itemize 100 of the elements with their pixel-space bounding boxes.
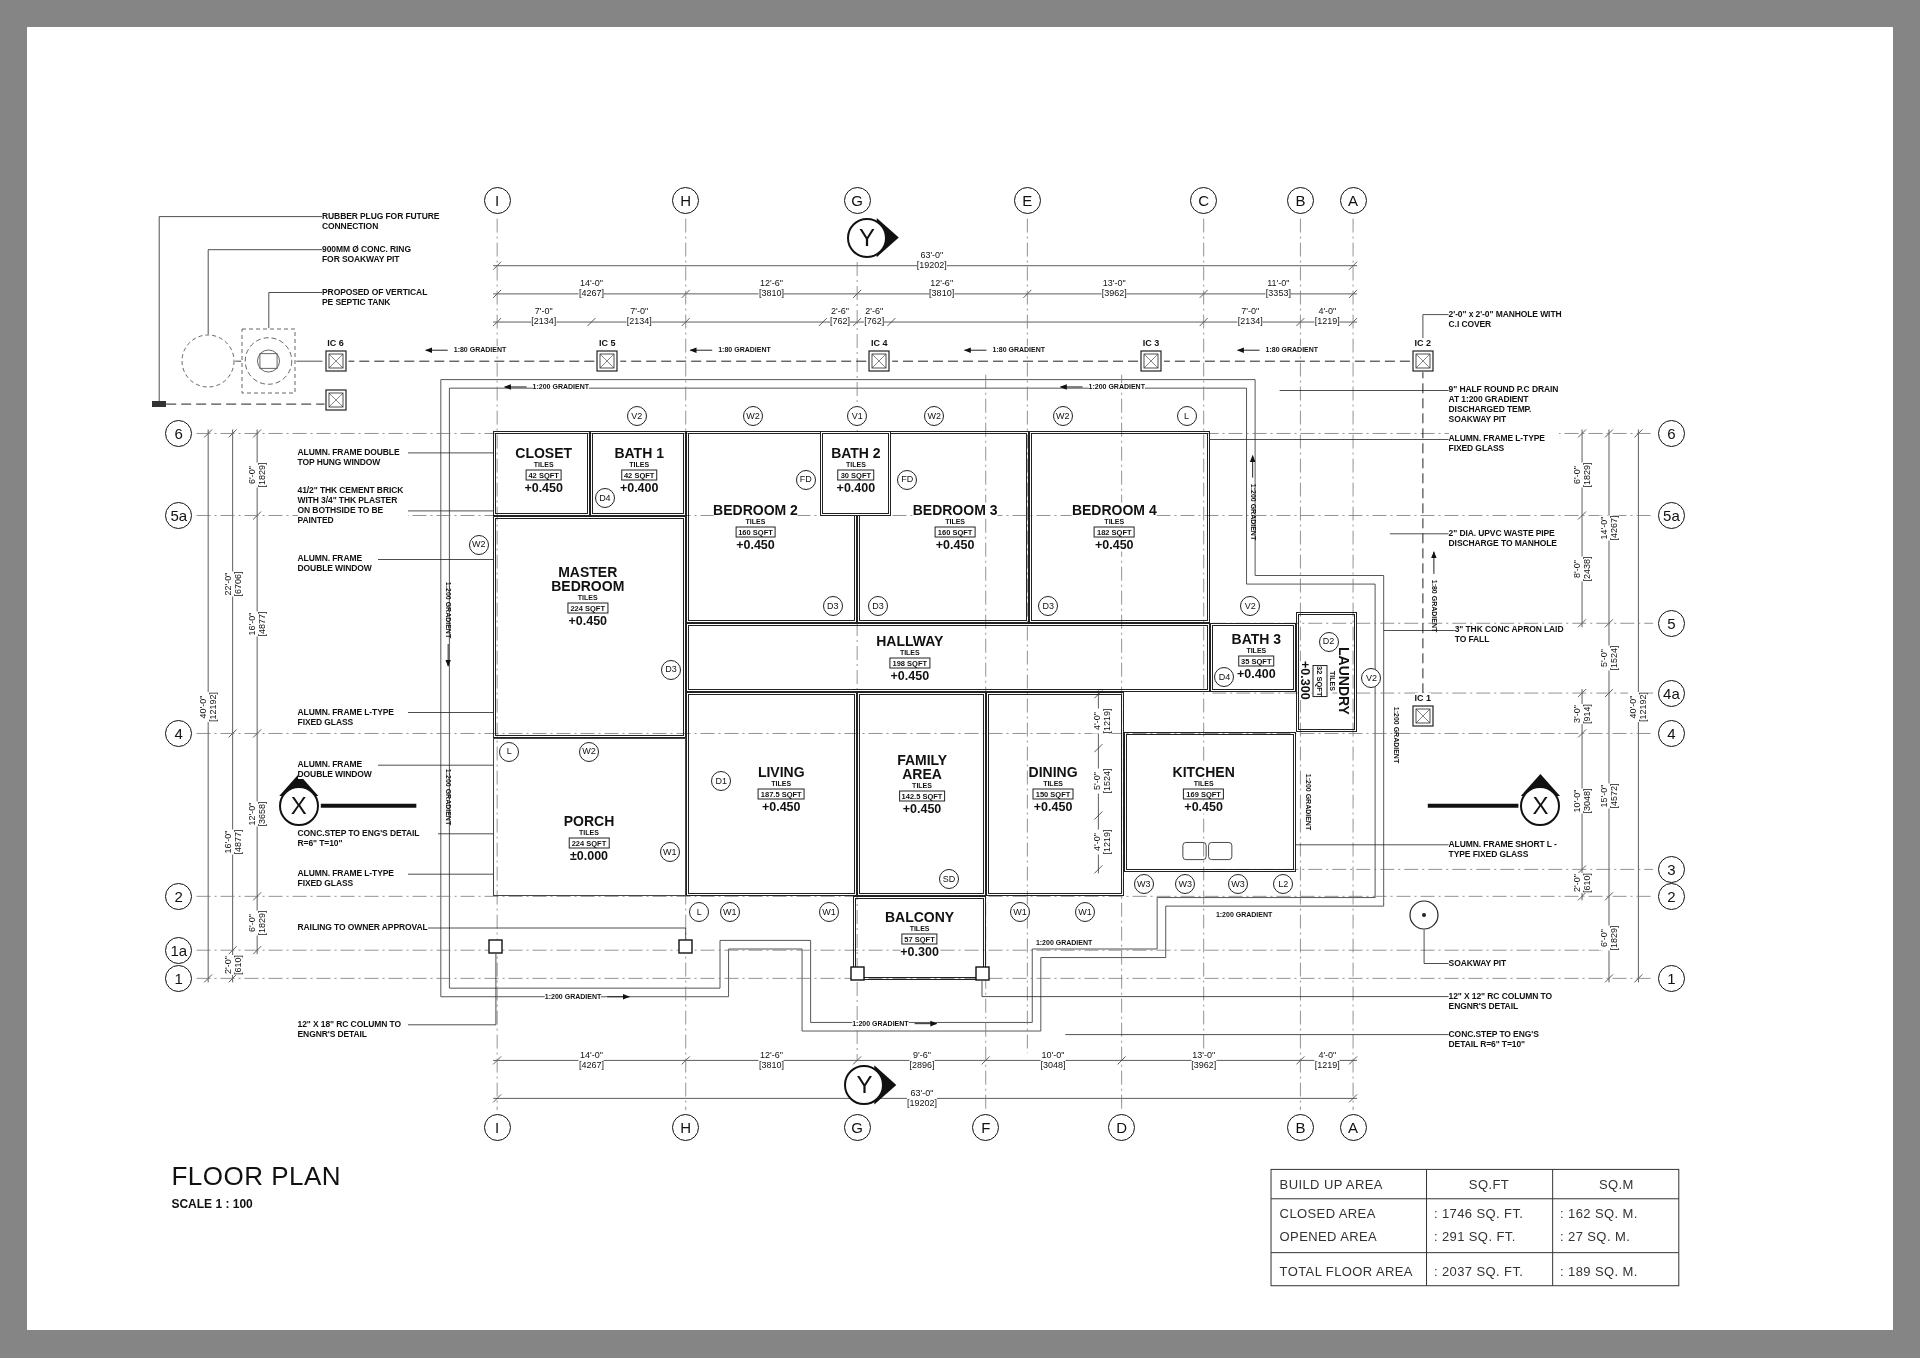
dimension-text: 40'-0" [12192]: [198, 691, 219, 722]
room: [590, 431, 686, 516]
leader-line: [407, 873, 494, 875]
dimension-text: 12'-0" [3658]: [247, 801, 268, 827]
room-name: BATH 2: [831, 445, 881, 460]
column: [849, 965, 865, 981]
floor-level: +0.450: [1184, 800, 1223, 814]
note-text: ALUMN. FRAME L-TYPE FIXED GLASS: [297, 868, 408, 889]
room-name: BEDROOM 4: [1071, 502, 1157, 516]
room-name: FAMILY AREA: [897, 752, 947, 781]
room-name: KITCHEN: [1172, 764, 1235, 779]
dimension-text: 3'-0" [914]: [1572, 703, 1593, 724]
dimension-text: 12'-6" [3810]: [929, 277, 955, 298]
leader-line: [1383, 630, 1456, 631]
room: [685, 623, 1210, 692]
floor-level: +0.450: [1095, 538, 1134, 551]
room-name: BATH 3: [1231, 631, 1282, 646]
room-name: BATH 1: [614, 445, 664, 460]
dimension-text: 2'-0" [610]: [1572, 872, 1593, 893]
dimension-text: 7'-0" [2134]: [531, 305, 557, 326]
note-text: ALUMN. FRAME L-TYPE FIXED GLASS: [1448, 433, 1559, 454]
dimension-text: 2'-6" [762]: [864, 305, 885, 326]
note-text: 41/2" THK CEMENT BRICK WITH 3/4" THK PLASTER ON BOTHSIDE TO BE PAINTED: [297, 484, 408, 525]
dimension-text: 16'-0" [4877]: [222, 829, 243, 855]
room-name: HALLWAY: [876, 633, 944, 648]
floor-level: ±0.000: [569, 849, 609, 863]
leader-line: [158, 216, 323, 402]
dimension-text: 9'-6" [2896]: [909, 1050, 935, 1071]
leader-line: [1295, 844, 1449, 846]
leader-line: [1422, 314, 1449, 339]
dimension-text: 6'-0" [1829]: [1599, 925, 1619, 951]
leader-line: [207, 249, 323, 335]
room-name: LIVING: [757, 764, 805, 779]
dimension-text: 14'-0" [4267]: [578, 1050, 604, 1071]
septic-tank-drawing: [241, 328, 297, 395]
room-name: PORCH: [563, 813, 615, 828]
drain-pipe-line: [348, 360, 595, 362]
soakway-ring-drawing: [181, 334, 236, 389]
inspection-chamber-icon: [324, 389, 347, 412]
column: [678, 939, 694, 955]
dimension-text: 22'-0" [6706]: [222, 571, 243, 597]
dimension-text: 63'-0" [19202]: [916, 249, 947, 270]
floor-level: +0.300: [1298, 661, 1312, 701]
floor-level: +0.450: [935, 538, 975, 551]
note-text: 3" THK CONC APRON LAID TO FALL: [1454, 624, 1567, 645]
room-name: LAUNDRY: [1337, 646, 1352, 715]
drain-pipe-line: [619, 360, 867, 362]
note-text: ALUMN. FRAME DOUBLE WINDOW: [297, 553, 378, 574]
dimension-text: 10'-0" [3048]: [1572, 788, 1593, 814]
dimension-text: 14'-0" [4267]: [578, 277, 604, 298]
floor-level: +0.450: [761, 800, 801, 814]
room-name: BEDROOM 3: [912, 502, 998, 516]
dimension-text: 5'-0" [1524]: [1599, 645, 1619, 671]
dimension-text: 10'-0" [3048]: [1040, 1050, 1066, 1071]
room: [1124, 732, 1296, 872]
dimension-text: 6'-0" [1829]: [247, 462, 268, 488]
room: [820, 431, 892, 516]
note-text: RAILING TO OWNER APPROVAL: [297, 922, 428, 933]
column: [974, 965, 990, 981]
dimension-text: 11'-0" [3353]: [1265, 277, 1291, 298]
dimension-text: 7'-0" [2134]: [1237, 305, 1263, 326]
dimension-text: 6'-0" [1829]: [1572, 462, 1593, 488]
room: [685, 691, 858, 897]
note-text: SOAKWAY PIT: [1448, 957, 1507, 968]
room: [1209, 623, 1296, 692]
dimension-text: 12'-6" [3810]: [758, 1050, 784, 1071]
room: [493, 738, 686, 897]
floor-level: +0.450: [890, 669, 930, 683]
leader-line: [437, 833, 494, 835]
dimension-text: 63'-0" [19202]: [907, 1088, 938, 1109]
dimension-text: 13'-0" [3962]: [1191, 1050, 1217, 1071]
rubber-plug-icon: [152, 401, 167, 408]
floor-level: +0.400: [836, 481, 876, 495]
dimension-text: 40'-0" [12192]: [1628, 691, 1649, 722]
room-name: DINING: [1028, 764, 1078, 779]
dimension-text: 13'-0" [3962]: [1101, 277, 1127, 298]
leader-line: [1064, 1034, 1449, 1035]
room-name: CLOSET: [515, 445, 573, 460]
leader-line: [1423, 929, 1449, 964]
leader-line: [427, 927, 687, 940]
dimension-text: 15'-0" [4572]: [1599, 783, 1619, 809]
dimension-text: 7'-0" [2134]: [626, 305, 652, 326]
dimension-text: 16'-0" [4877]: [247, 612, 268, 637]
drain-pipe-line: [1422, 371, 1424, 694]
leader-line: [1209, 439, 1449, 440]
floor-level: +0.400: [1237, 667, 1276, 681]
dimension-text: 12'-6" [3810]: [758, 277, 784, 298]
leader-line: [981, 980, 1449, 997]
dimension-text: 5'-0" [1524]: [1092, 768, 1113, 794]
scale-note: SCALE 1 : 100: [171, 1198, 253, 1209]
column: [488, 939, 504, 955]
drain-pipe-line: [891, 360, 1139, 362]
floor-level: +0.450: [524, 481, 563, 495]
leader-line: [1279, 390, 1449, 391]
dimension-text: 4'-0" [1219]: [1314, 1050, 1340, 1071]
floor-level: +0.400: [619, 481, 659, 495]
dimension-text: 6'-0" [1829]: [247, 910, 268, 936]
soakway-pit-icon: [1409, 899, 1440, 930]
room: [1028, 431, 1210, 624]
dimension-text: 4'-0" [1219]: [1314, 305, 1340, 326]
